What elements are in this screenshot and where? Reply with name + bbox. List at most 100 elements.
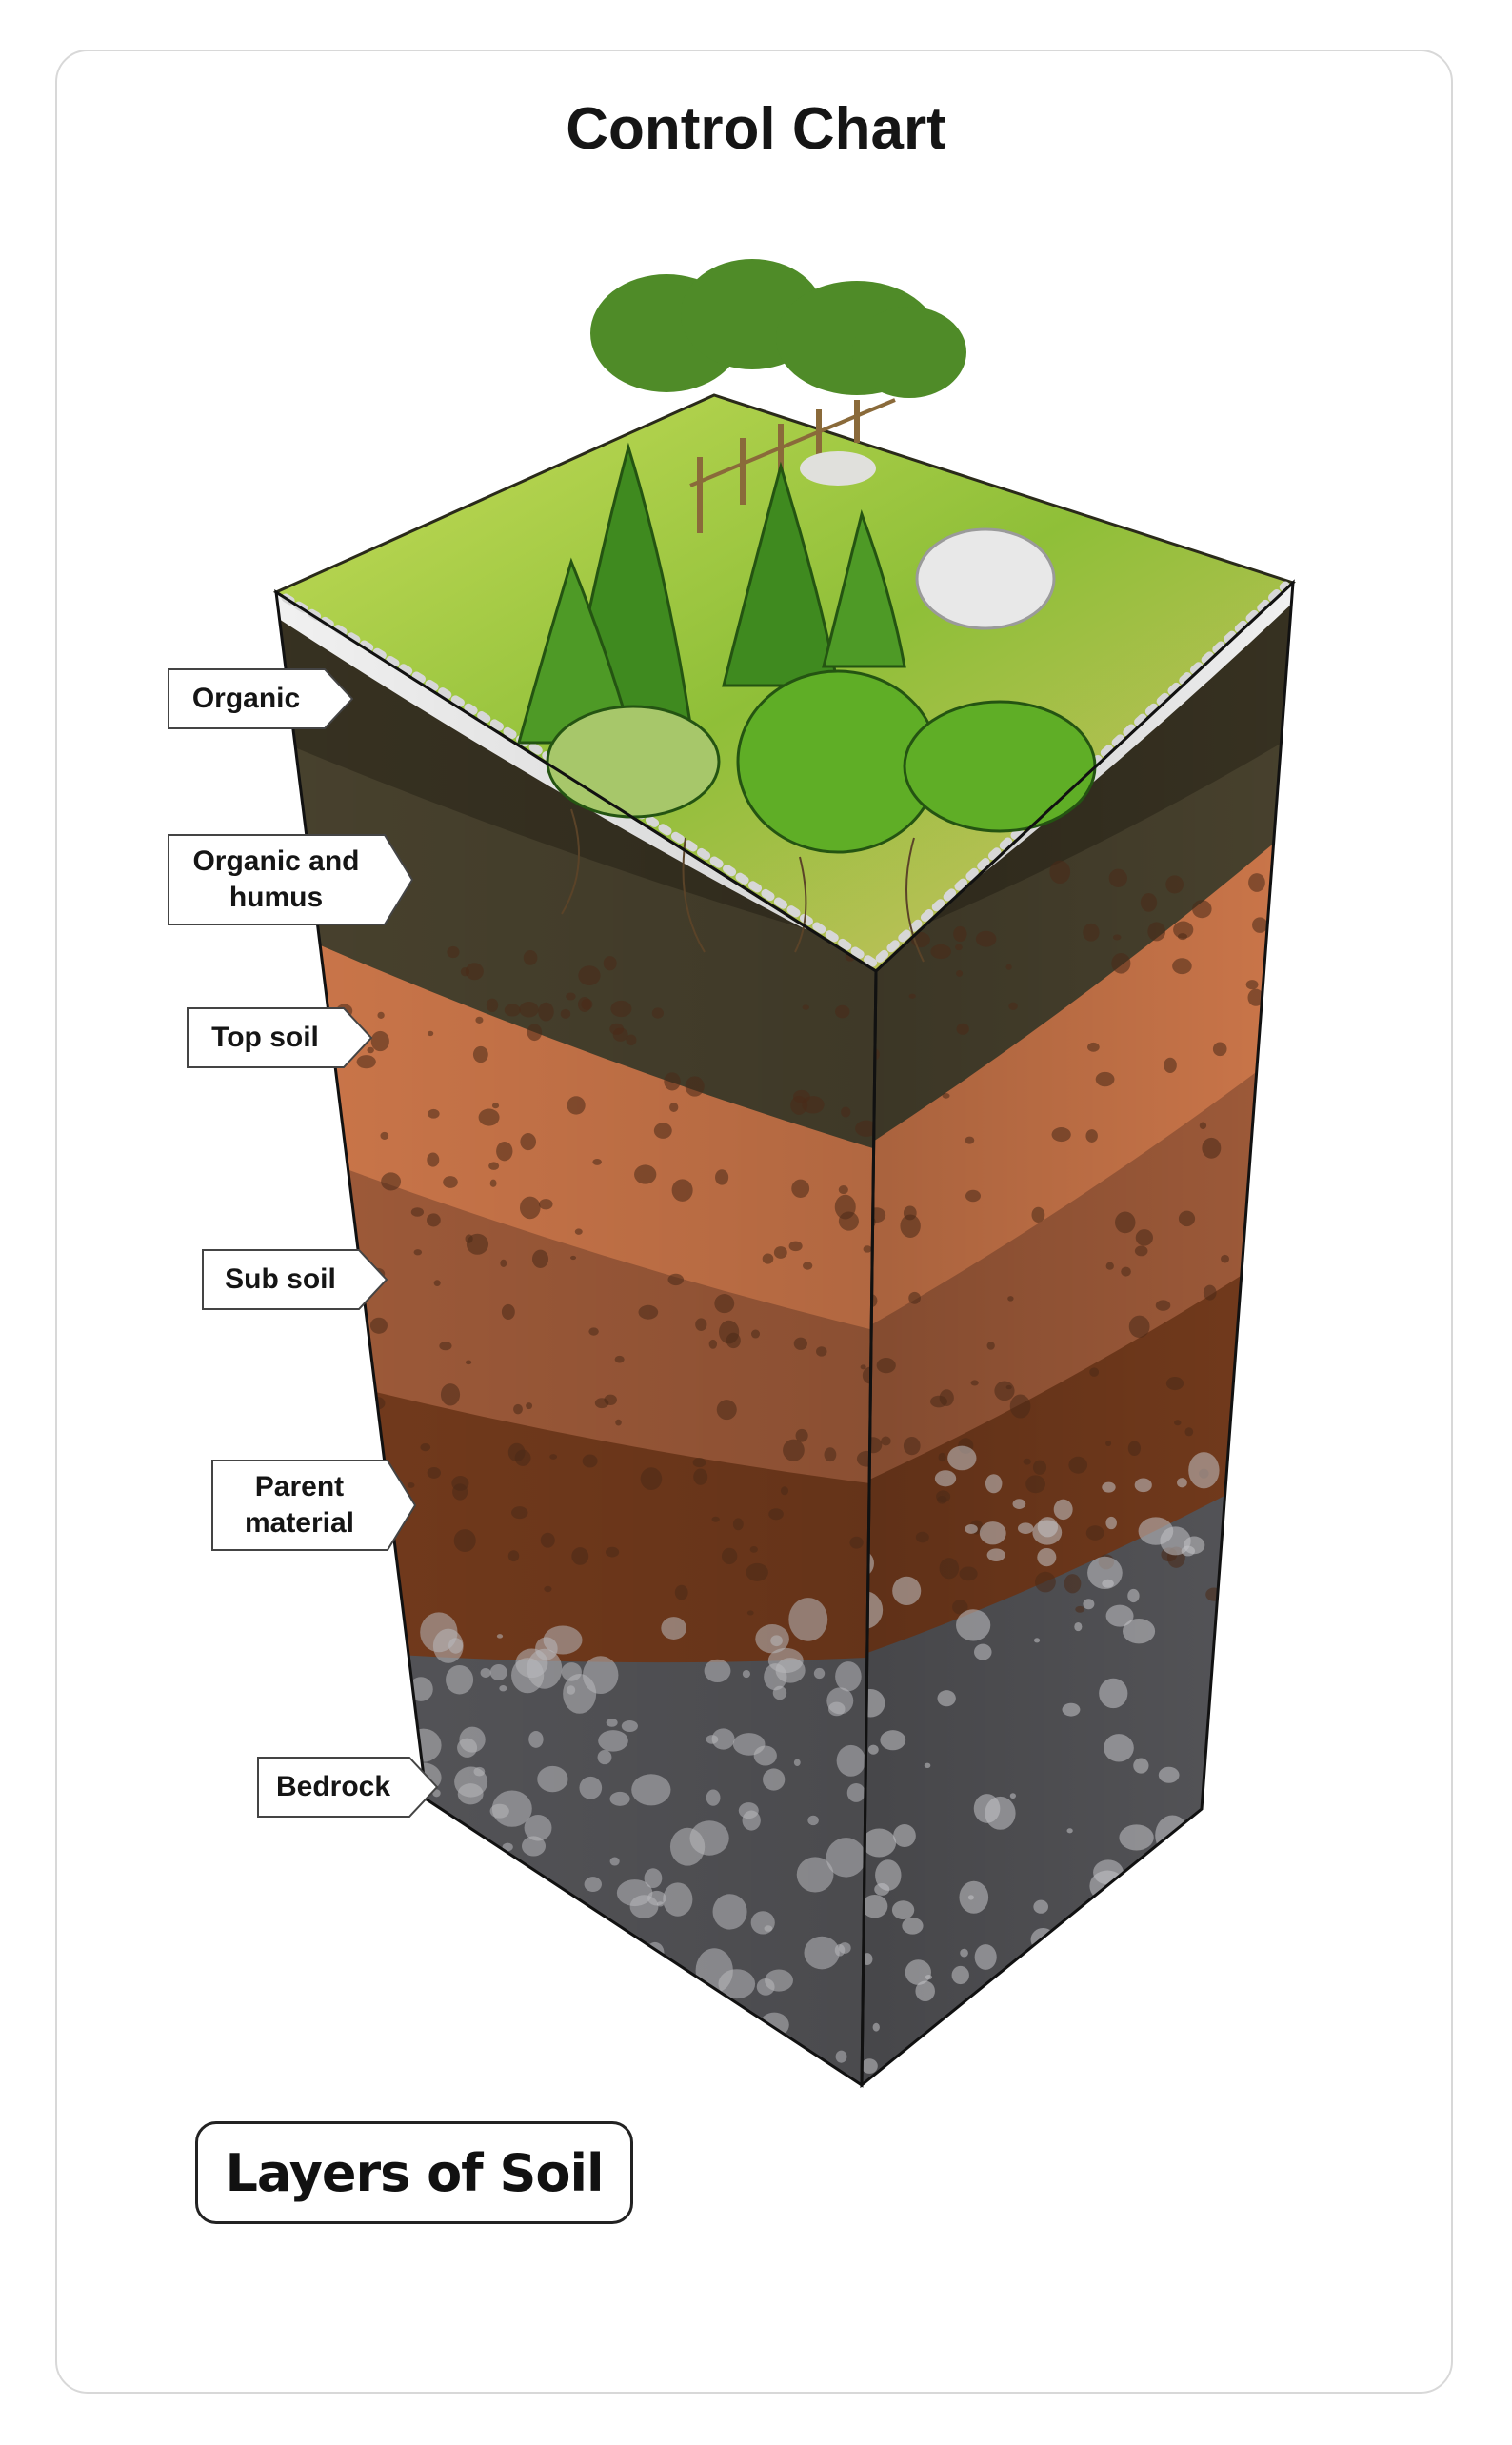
- pebble: [1212, 1042, 1227, 1057]
- pebble: [849, 1536, 864, 1549]
- pebble: [1023, 1458, 1031, 1465]
- pebble: [816, 1346, 827, 1357]
- pebble: [472, 1045, 488, 1063]
- pebble: [753, 1745, 777, 1766]
- pebble: [1033, 2045, 1050, 2059]
- pebble: [1178, 933, 1187, 941]
- pebble: [1075, 1605, 1084, 1613]
- conifer-trees: [517, 442, 906, 745]
- pebble: [488, 1162, 500, 1170]
- pebble: [1265, 1030, 1275, 1042]
- pebble: [826, 1838, 866, 1878]
- pebble: [750, 1911, 775, 1935]
- pebble: [948, 2069, 964, 2080]
- pebble: [489, 1179, 497, 1187]
- pebble: [574, 1228, 583, 1235]
- caption-label: Layers of Soil: [195, 2121, 633, 2224]
- boulder: [915, 527, 1056, 630]
- pebble: [860, 1364, 866, 1370]
- pebble: [341, 1405, 354, 1415]
- pebble: [737, 2024, 778, 2067]
- pebble: [746, 1610, 754, 1616]
- pebble: [749, 1545, 758, 1553]
- pebble: [715, 1169, 729, 1185]
- pebble: [1123, 1619, 1156, 1644]
- pebble: [1245, 980, 1259, 990]
- pebble: [609, 1857, 620, 1866]
- pebble: [556, 1946, 583, 1977]
- pebble: [1009, 1793, 1016, 1799]
- pebble: [465, 963, 484, 981]
- pebble: [1025, 1475, 1045, 1494]
- pebble: [788, 1241, 803, 1252]
- pebble: [732, 1518, 744, 1531]
- pebble: [1105, 1604, 1134, 1627]
- block-outline: [274, 579, 1295, 2089]
- pebble: [466, 1839, 492, 1861]
- pebble: [369, 1317, 388, 1334]
- stone-rim: [281, 581, 1290, 969]
- pebble: [489, 1664, 507, 1680]
- pebble: [791, 1179, 810, 1199]
- pebble: [838, 1211, 859, 1231]
- pebble: [1172, 958, 1192, 975]
- pebble: [413, 1249, 423, 1256]
- pebble: [742, 1669, 750, 1679]
- flat-rock: [800, 451, 876, 486]
- pebble: [930, 1395, 947, 1408]
- pebble: [834, 1004, 850, 1019]
- pebble: [436, 2031, 460, 2057]
- pebble: [527, 1024, 543, 1042]
- pebble: [716, 1400, 737, 1421]
- pebble: [1221, 1254, 1230, 1263]
- pebble: [427, 1213, 441, 1227]
- pebble: [671, 1179, 693, 1202]
- pebble: [674, 1584, 688, 1600]
- pebble: [975, 930, 997, 947]
- pebble: [985, 1474, 1003, 1494]
- shrubs: [546, 669, 1097, 854]
- pebble: [621, 1719, 638, 1733]
- pebble: [953, 925, 967, 943]
- pebble: [1251, 1336, 1262, 1348]
- pebble: [1108, 868, 1127, 888]
- pebble: [1205, 1587, 1223, 1601]
- pebble: [500, 1259, 507, 1267]
- pebble: [1083, 923, 1100, 942]
- pebble: [1068, 1456, 1088, 1474]
- pebble: [570, 1255, 577, 1261]
- pebble: [653, 1123, 672, 1139]
- pebble: [439, 1342, 452, 1351]
- pebble: [448, 1638, 464, 1654]
- pebble: [594, 1398, 609, 1409]
- pebble: [614, 1355, 625, 1363]
- pebble: [453, 1529, 476, 1552]
- pebble: [291, 1161, 308, 1175]
- pebble: [965, 1524, 978, 1534]
- pebble: [1134, 1245, 1148, 1257]
- pebble: [473, 1766, 486, 1777]
- pebble: [1158, 1766, 1180, 1783]
- pebble: [1250, 1409, 1265, 1426]
- pebble: [764, 1663, 787, 1691]
- pebble: [631, 2017, 661, 2041]
- layer-label-parent-material: Parent material: [211, 1460, 416, 1551]
- pebble: [310, 1572, 320, 1583]
- pebble: [288, 1444, 298, 1455]
- pebble: [1089, 1367, 1100, 1377]
- pebble: [567, 1685, 576, 1695]
- pebble: [862, 1828, 897, 1858]
- pebble: [1007, 1296, 1014, 1302]
- pebble: [1199, 1122, 1207, 1129]
- pebble: [605, 1546, 620, 1558]
- pebble: [1165, 1377, 1184, 1391]
- pebble: [893, 1824, 916, 1848]
- pebble: [1119, 1824, 1154, 1851]
- pebble: [1135, 1229, 1153, 1246]
- pebble: [513, 1403, 523, 1415]
- pebble: [915, 1980, 935, 2002]
- pebble: [934, 1470, 957, 1487]
- pebble: [1074, 1926, 1107, 1958]
- pebble: [1033, 1638, 1041, 1643]
- pebble: [756, 1978, 775, 1996]
